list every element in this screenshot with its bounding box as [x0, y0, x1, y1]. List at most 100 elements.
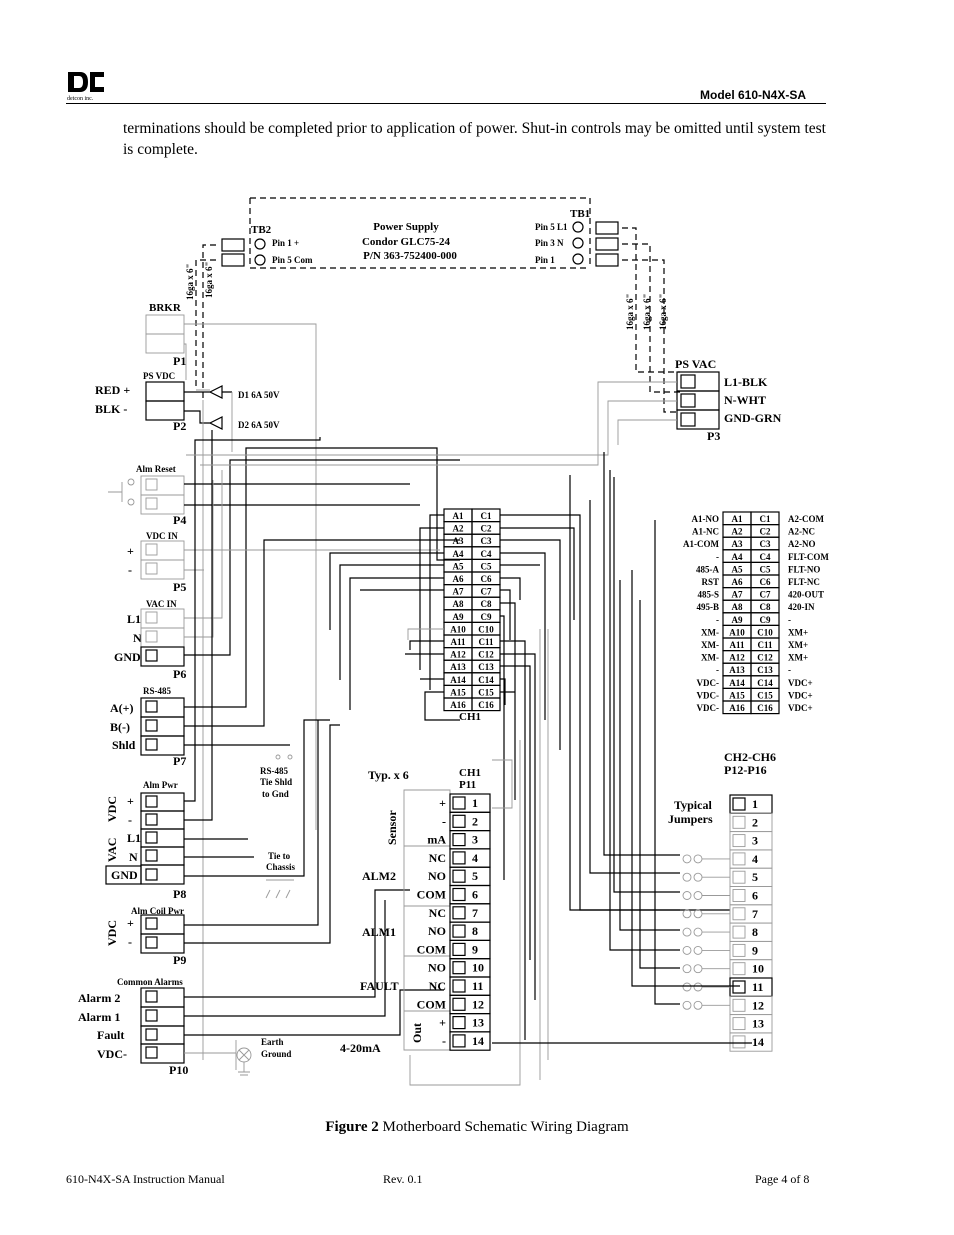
p4-label: P4	[173, 513, 186, 527]
brkr-label: BRKR	[149, 302, 182, 314]
ch1-pin-a-label: A13	[450, 662, 466, 672]
svg-text:Tie to: Tie to	[268, 851, 291, 861]
header-rule	[66, 103, 826, 104]
p11-terminal-label: NO	[428, 924, 446, 938]
svg-text:Earth: Earth	[261, 1037, 284, 1047]
svg-text:Fault: Fault	[97, 1028, 124, 1042]
svg-text:N-WHT: N-WHT	[724, 393, 766, 407]
ch2-terminal-number: 5	[752, 870, 758, 884]
ch2-terminal-number: 8	[752, 925, 758, 939]
pinout-c-label: A2-COM	[788, 514, 824, 524]
svg-text:+: +	[127, 916, 134, 930]
ch2-terminal-number: 1	[752, 797, 758, 811]
svg-text:P11: P11	[459, 779, 476, 791]
p10-label: P10	[169, 1063, 188, 1077]
tb1-pin-5: Pin 5 L1	[535, 222, 568, 232]
svg-text:A16: A16	[729, 703, 745, 713]
pinout-c-label: VDC+	[788, 703, 813, 713]
ch1-pin-a-label: A14	[450, 675, 466, 685]
ch1-pin-a-label: A5	[453, 561, 464, 571]
alm-reset-label: Alm Reset	[136, 464, 176, 474]
ch1-pin-c-label: C13	[478, 662, 494, 672]
footer-right: Page 4 of 8	[755, 1172, 810, 1186]
p11-terminal-number: 7	[472, 906, 478, 920]
svg-text:Alarm 1: Alarm 1	[78, 1010, 120, 1024]
svg-text:C2: C2	[760, 527, 771, 537]
svg-text:C16: C16	[757, 703, 773, 713]
ch1-pin-a-label: A11	[450, 637, 466, 647]
pinout-a-label: A1-NC	[692, 527, 719, 537]
pinout-c-label: -	[788, 665, 791, 675]
typ-x6-label: Typ. x 6	[368, 768, 409, 782]
vdc-in-label: VDC IN	[146, 531, 178, 541]
svg-text:A5: A5	[732, 564, 743, 574]
ch1-pin-c-label: C12	[478, 650, 494, 660]
ch1-pin-c-label: C15	[478, 687, 494, 697]
svg-text:C3: C3	[760, 539, 771, 549]
svg-text:C7: C7	[760, 590, 771, 600]
pinout-c-label: FLT-NC	[788, 577, 820, 587]
p11-terminal-number: 11	[472, 979, 483, 993]
tb1-pin-1: Pin 1	[535, 255, 555, 265]
pinout-a-label: VDC-	[697, 690, 720, 700]
p2-label: P2	[173, 419, 186, 433]
pinout-c-label: XM+	[788, 653, 808, 663]
pinout-c-label: VDC+	[788, 678, 813, 688]
pinout-c-label: A2-NO	[788, 539, 816, 549]
p8-label: P8	[173, 887, 186, 901]
svg-text:Typical: Typical	[674, 798, 712, 812]
ch1-pin-a-label: A4	[453, 549, 464, 559]
power-supply-box	[249, 197, 591, 269]
ch1-pin-c-label: C10	[478, 624, 494, 634]
ch2-terminal-number: 2	[752, 815, 758, 829]
p11-terminal-number: 4	[472, 851, 478, 865]
p11-terminal-number: 10	[472, 961, 484, 975]
svg-text:to Gnd: to Gnd	[262, 789, 289, 799]
svg-text:A11: A11	[729, 640, 745, 650]
vac-in-label: VAC IN	[146, 599, 177, 609]
p11-terminal-label: NO	[428, 961, 446, 975]
ch1-pin-a-label: A7	[453, 587, 464, 597]
ch2-terminal-number: 10	[752, 962, 764, 976]
p5-label: P5	[173, 580, 186, 594]
ch1-pin-c-label: C8	[481, 599, 492, 609]
p9-label: P9	[173, 953, 186, 967]
ch1-pin-c-label: C3	[481, 536, 492, 546]
svg-text:A9: A9	[732, 615, 743, 625]
ch1-pin-a-label: A1	[453, 511, 464, 521]
svg-text:A13: A13	[729, 665, 745, 675]
pinout-a-label: -	[716, 615, 719, 625]
svg-text:RS-485: RS-485	[260, 766, 289, 776]
pinout-a-label: XM-	[701, 640, 719, 650]
svg-text:Tie Shld: Tie Shld	[260, 777, 292, 787]
pinout-c-label: -	[788, 615, 791, 625]
d2-label: D2 6A 50V	[238, 420, 280, 430]
svg-text:VDC-: VDC-	[97, 1047, 127, 1061]
svg-text:B(-): B(-)	[110, 720, 130, 734]
pinout-a-label: 485-S	[697, 590, 719, 600]
intro-paragraph: terminations should be completed prior t…	[123, 120, 826, 158]
tb1-label: TB1	[570, 208, 590, 220]
svg-text:16ga x 6": 16ga x 6"	[625, 294, 635, 331]
tb2-pin-5: Pin 5 Com	[272, 255, 313, 265]
svg-text:C12: C12	[757, 653, 773, 663]
logo-text: detcon inc.	[67, 96, 94, 102]
ch1-pin-a-label: A16	[450, 700, 466, 710]
wire-gauge-left-a: 16ga x 6"	[185, 264, 195, 301]
ch2-terminal-number: 14	[752, 1035, 764, 1049]
svg-text:ALM1: ALM1	[362, 925, 396, 939]
ch1-pin-c-label: C6	[481, 574, 492, 584]
p11-terminal-label: COM	[417, 888, 446, 902]
pinout-a-label: XM-	[701, 653, 719, 663]
svg-text:GND: GND	[111, 868, 138, 882]
p11-terminal-block: 1+2-3mA4NC5NO6COM7NC8NO9COM10NO11NC12COM…	[417, 793, 491, 1051]
svg-text:A(+): A(+)	[110, 701, 134, 715]
svg-text:Alarm 2: Alarm 2	[78, 991, 120, 1005]
p6-label: P6	[173, 667, 186, 681]
svg-text:FAULT: FAULT	[360, 979, 399, 993]
svg-text:A10: A10	[729, 627, 745, 637]
svg-text:C14: C14	[757, 678, 773, 688]
svg-text:VAC: VAC	[105, 838, 119, 862]
svg-text:4-20mA: 4-20mA	[340, 1041, 381, 1055]
